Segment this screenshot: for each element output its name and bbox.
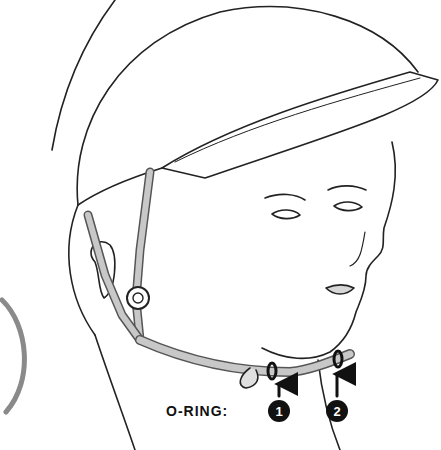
rear-strap	[88, 215, 140, 340]
eye	[334, 202, 362, 211]
front-strap	[136, 172, 150, 340]
callout-circle: 2	[326, 400, 348, 422]
o-ring	[268, 363, 276, 379]
strap-buckle	[133, 293, 143, 303]
brow	[265, 194, 305, 200]
strap-buckle	[127, 287, 149, 309]
part-label: O-RING:	[166, 404, 228, 418]
helmet-brim	[162, 72, 438, 178]
brim-line	[175, 78, 420, 162]
chin-strap	[140, 340, 350, 372]
callout-arrow	[278, 384, 281, 396]
helmet-back	[52, 0, 115, 150]
strap-tab	[240, 368, 258, 388]
brow	[328, 186, 366, 190]
front-strap	[136, 172, 150, 340]
mouth	[326, 285, 354, 294]
callout-number: 2	[333, 405, 340, 418]
o-ring	[334, 351, 342, 367]
neck-back	[95, 335, 135, 450]
edge-arc	[2, 300, 24, 412]
callout-circle: 1	[268, 400, 290, 422]
rear-strap	[88, 215, 140, 340]
callout-arrow	[336, 374, 339, 396]
face-profile	[262, 142, 395, 358]
nose	[350, 232, 365, 266]
callout-number: 1	[275, 405, 282, 418]
chin-strap	[140, 340, 350, 372]
eye	[272, 210, 300, 219]
